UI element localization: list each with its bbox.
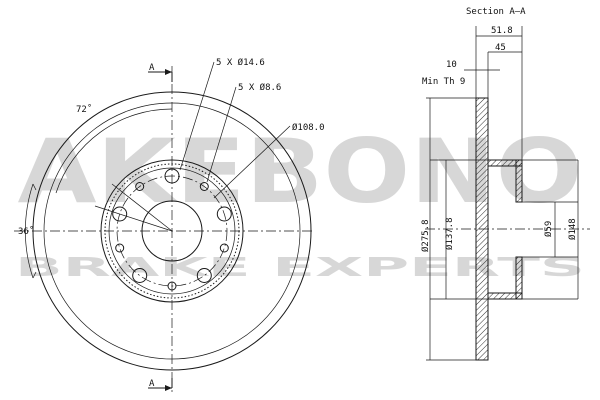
label-bolt-circle: Ø108.0 [292,122,325,133]
small-hole-group [115,182,229,291]
small-hole [167,281,177,291]
large-hole [132,268,148,283]
dim-disc-thickness: 10 [446,60,457,70]
section-title: Section A–A [466,7,526,17]
small-hole [219,243,229,253]
leader-small-holes [206,86,237,183]
radial-line [111,183,173,232]
section-mark-bottom: A [149,379,155,389]
label-angle-36: 36˚ [18,226,34,237]
label-large-holes: 5 X Ø14.6 [216,57,265,68]
watermark-tagline: BRAKE EXPERTS [15,253,585,283]
section-mark-top: A [149,63,155,73]
dim-center-bore: Ø59 [543,221,554,237]
section-dimensions [429,35,579,360]
leader-large-holes [179,61,215,171]
hat-face-upper [515,159,523,203]
dim-hub-diameter: Ø148 [567,218,578,240]
large-hole [196,268,212,283]
disc-front-view [14,61,315,392]
large-hole [112,206,128,222]
dim-total-height: 51.8 [491,26,513,36]
large-hole-group [112,168,232,283]
angle-arrow [32,183,37,279]
hat-face-lower [515,256,523,300]
dim-outer-diameter: Ø275.8 [420,219,431,252]
large-hole [216,206,232,222]
section-arrowhead-bottom [165,385,172,391]
dim-hat-height: 45 [495,43,506,53]
section-arrowhead-top [165,69,172,75]
dim-hat-diameter: Ø137.8 [444,217,455,250]
small-hole [199,182,209,191]
watermark-brand: AKEBONO [18,120,583,223]
label-small-holes: 5 X Ø8.6 [238,82,281,93]
leader-bolt-circle [213,125,291,199]
radial-line [94,205,173,232]
large-hole [164,168,180,184]
small-hole [115,243,125,253]
watermark: AKEBONO BRAKE EXPERTS [15,120,585,283]
angle-arc-36 [24,183,34,279]
small-hole [135,182,145,191]
angle-arc-72 [55,108,173,194]
label-angle-72: 72˚ [76,104,92,115]
dim-min-thickness: Min Th 9 [422,77,465,87]
disc-section-view [425,26,590,361]
